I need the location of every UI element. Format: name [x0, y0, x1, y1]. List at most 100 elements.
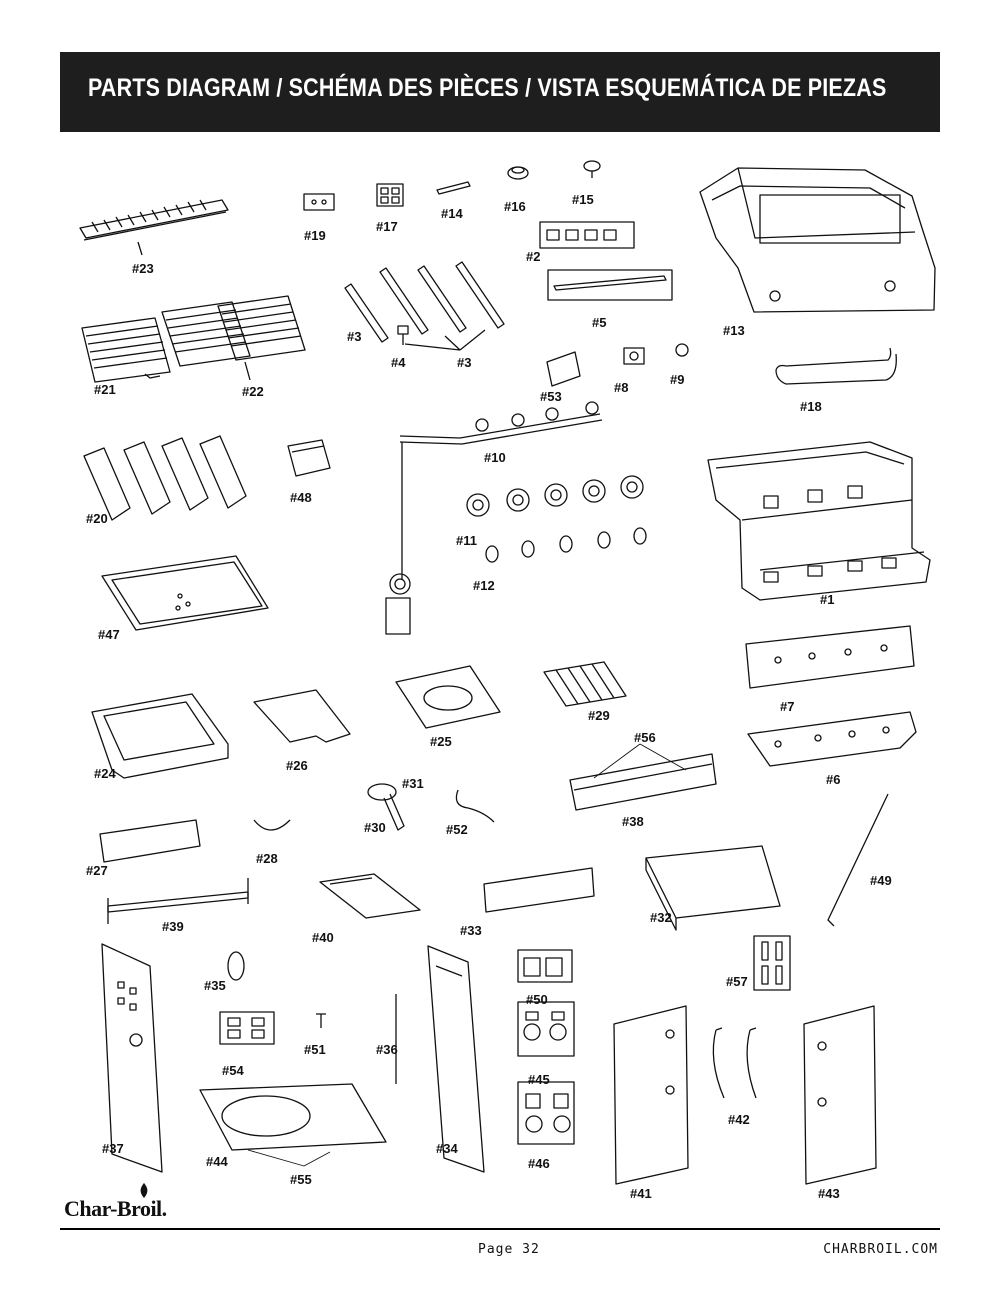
label-15: #15: [572, 192, 594, 207]
label-36: #36: [376, 1042, 398, 1057]
header-bar: PARTS DIAGRAM / SCHÉMA DES PIÈCES / VIST…: [60, 52, 940, 132]
label-38: #38: [622, 814, 644, 829]
part-17-clips: [376, 183, 404, 207]
page-number: Page 32: [478, 1242, 540, 1257]
label-51: #51: [304, 1042, 326, 1057]
part-48-grease-cup: [287, 439, 331, 477]
label-3b: #3: [457, 355, 471, 370]
part-23-warming-rack: [79, 199, 229, 256]
part-21-cooking-grate: [81, 317, 171, 383]
label-35: #35: [204, 978, 226, 993]
part-labels: #23 #19 #17 #14 #16 #15 #2 #13 #5 #3 #4 …: [86, 192, 892, 1201]
flame-icon: [140, 1183, 148, 1198]
label-4: #4: [391, 355, 406, 370]
part-3-burners: [379, 261, 505, 351]
label-46: #46: [528, 1156, 550, 1171]
part-16-knob: [507, 166, 529, 180]
label-23: #23: [132, 261, 154, 276]
label-8: #8: [614, 380, 628, 395]
char-broil-logo: Char-Broil.: [64, 1196, 167, 1221]
part-52-ignitor-wire: [455, 789, 495, 823]
label-41: #41: [630, 1186, 652, 1201]
label-52: #52: [446, 822, 468, 837]
part-9-nut: [675, 343, 689, 357]
label-42: #42: [728, 1112, 750, 1127]
label-18: #18: [800, 399, 822, 414]
site-url: CHARBROIL.COM: [823, 1242, 938, 1257]
part-15-bezel: [583, 160, 601, 178]
part-6-front-panel: [747, 711, 917, 767]
label-20: #20: [86, 511, 108, 526]
part-8-ignitor-module: [623, 347, 645, 365]
part-1-firebox: [707, 441, 931, 601]
part-14-ignitor-wire: [436, 181, 471, 195]
label-27: #27: [86, 863, 108, 878]
part-35-ring: [227, 951, 245, 981]
label-32: #32: [650, 910, 672, 925]
label-53: #53: [540, 389, 562, 404]
part-30-side-burner: [367, 783, 405, 831]
label-13: #13: [723, 323, 745, 338]
label-6: #6: [826, 772, 840, 787]
part-42-door-handles: [712, 1027, 757, 1099]
part-51-screw: [316, 1013, 326, 1028]
label-56: #56: [634, 730, 656, 745]
label-22: #22: [242, 384, 264, 399]
part-50-clips: [517, 949, 573, 983]
footer-rule: [60, 1228, 940, 1230]
part-25-side-burner-pan: [395, 665, 501, 729]
part-18-handle: [775, 347, 897, 385]
part-53-valve-bracket: [546, 351, 581, 387]
part-37-left-panel: [101, 943, 163, 1173]
part-7-control-panel: [745, 625, 915, 689]
label-55: #55: [290, 1172, 312, 1187]
label-25: #25: [430, 734, 452, 749]
label-7: #7: [780, 699, 794, 714]
part-20-heat-tents: [83, 435, 247, 521]
part-24-side-frame: [91, 693, 229, 779]
label-30: #30: [364, 820, 386, 835]
part-3-burner-left: [344, 283, 389, 343]
label-47: #47: [98, 627, 120, 642]
part-34-right-panel: [427, 945, 485, 1173]
label-1: #1: [820, 592, 834, 607]
part-5-heat-shield: [547, 269, 673, 301]
label-33: #33: [460, 923, 482, 938]
label-19: #19: [304, 228, 326, 243]
label-49: #49: [870, 873, 892, 888]
label-16: #16: [504, 199, 526, 214]
label-21: #21: [94, 382, 116, 397]
part-27-heat-shield: [99, 819, 201, 863]
part-56-screws: [593, 743, 687, 779]
part-11-knobs: [466, 475, 644, 517]
part-10-manifold-hose: [385, 401, 603, 635]
part-32-side-shelf: [645, 845, 781, 931]
label-12: #12: [473, 578, 495, 593]
part-39-crossbar: [107, 878, 249, 924]
part-57-hinges: [753, 935, 791, 991]
part-45-casters: [517, 1001, 575, 1057]
label-28: #28: [256, 851, 278, 866]
label-26: #26: [286, 758, 308, 773]
part-54-clips: [219, 1011, 275, 1045]
label-2: #2: [526, 249, 540, 264]
label-57: #57: [726, 974, 748, 989]
part-47-grease-tray: [101, 555, 269, 631]
part-41-left-door: [613, 1005, 689, 1185]
label-54: #54: [222, 1063, 244, 1078]
label-43: #43: [818, 1186, 840, 1201]
label-45: #45: [528, 1072, 550, 1087]
label-48: #48: [290, 490, 312, 505]
part-38-rear-panel: [569, 753, 717, 811]
part-22-cooking-grate-left: [161, 301, 251, 367]
part-28-shield: [253, 819, 291, 831]
page-title: PARTS DIAGRAM / SCHÉMA DES PIÈCES / VIST…: [88, 74, 887, 102]
part-43-right-door: [803, 1005, 877, 1185]
part-22-cooking-grate-right: [217, 295, 306, 381]
label-40: #40: [312, 930, 334, 945]
part-19-bolts: [303, 193, 335, 211]
part-12-bezels: [485, 527, 647, 563]
part-2-brackets: [539, 221, 635, 249]
label-3a: #3: [347, 329, 361, 344]
